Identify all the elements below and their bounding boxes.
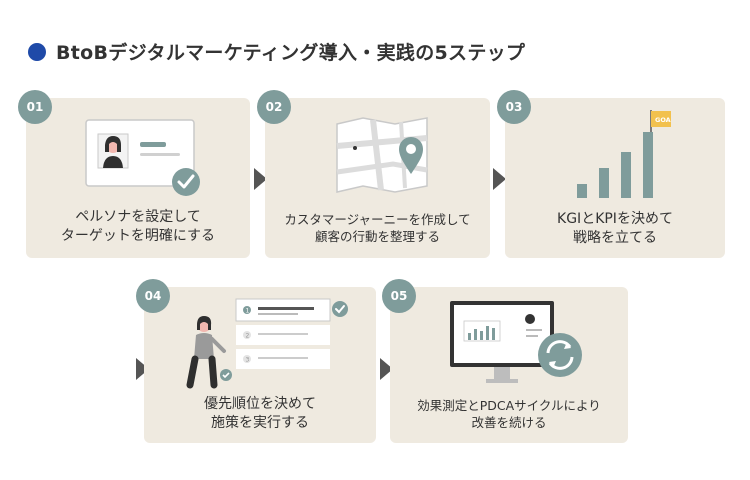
flow-arrow (254, 168, 267, 190)
step-number-badge: 03 (497, 90, 531, 124)
title-bullet-icon (28, 42, 46, 61)
step-number-badge: 01 (18, 90, 52, 124)
step-number-badge: 02 (257, 90, 291, 124)
monitor-cycle-icon (450, 301, 582, 383)
step-caption: ペルソナを設定して ターゲットを明確にする (60, 209, 216, 244)
priority-list-icon: 1 2 3 (186, 298, 348, 389)
flow-arrow (493, 168, 506, 190)
step-card-3: 03 GOAL KGIとKPIを決めて 戦略を立てる (497, 90, 725, 258)
step-caption: 効果測定とPDCAサイクルにより 改善を続ける (417, 398, 601, 430)
step-caption: カスタマージャーニーを作成して 顧客の行動を整理する (284, 212, 471, 244)
persona-card-icon (85, 119, 200, 196)
step-card-4: 04 1 2 3 優先順位を決めて 施策を実行する (136, 279, 376, 443)
map-pin-icon (336, 117, 428, 193)
step-caption: KGIとKPIを決めて 戦略を立てる (557, 211, 673, 246)
list-number: 2 (246, 333, 250, 340)
list-number: 1 (246, 308, 250, 315)
step-number-badge: 05 (382, 279, 416, 313)
list-number: 3 (246, 357, 250, 364)
step-caption: 優先順位を決めて 施策を実行する (204, 396, 316, 431)
page-header: BtoBデジタルマーケティング導入・実践の5ステップ (28, 38, 525, 65)
step-card-2: 02 カスタマージャーニーを作成して 顧客の行動を整理する (257, 90, 490, 258)
goal-flag-text: GOAL (655, 116, 671, 124)
step-card-1: 01 ペルソナを設定して ターゲットを明確にする (18, 90, 250, 258)
step-card-5: 05 効果測定とPDCAサイクルにより 改善を続ける (382, 279, 628, 443)
flow-arrow (380, 358, 393, 380)
goal-bar-chart-icon: GOAL (577, 110, 671, 198)
step-number-badge: 04 (136, 279, 170, 313)
page-title: BtoBデジタルマーケティング導入・実践の5ステップ (56, 42, 526, 64)
